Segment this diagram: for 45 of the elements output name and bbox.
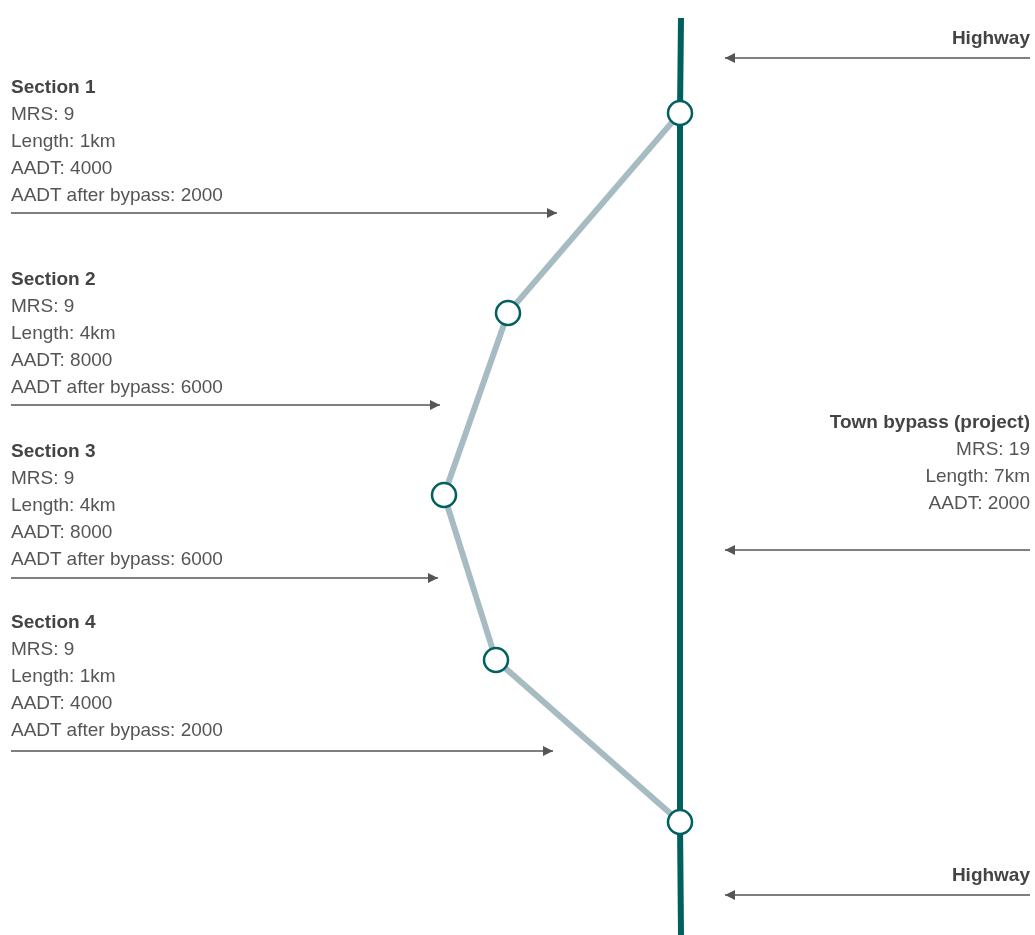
junction-circle: [666, 99, 694, 127]
leader-arrow: [724, 890, 1031, 900]
section-detail: AADT: 4000: [11, 156, 114, 180]
section-detail: MRS: 9: [11, 637, 76, 661]
leader-arrow: [724, 53, 1031, 63]
road-name: Highway: [951, 863, 1030, 887]
bypass-heading: Town bypass (project): [829, 410, 1030, 434]
road-line: [503, 665, 673, 817]
section-detail: Length: 4km: [11, 321, 117, 345]
leader-arrow: [10, 573, 439, 583]
road-line: [444, 505, 496, 650]
section-detail: AADT after bypass: 6000: [11, 375, 223, 399]
section-detail: AADT: 8000: [11, 520, 114, 544]
leader-arrow: [10, 208, 558, 218]
section-detail: AADT after bypass: 6000: [11, 547, 223, 571]
section-detail: AADT: 2000: [927, 491, 1030, 515]
junction-circle: [494, 299, 522, 327]
section-detail: Length: 7km: [924, 464, 1030, 488]
section-heading: Section 3: [11, 439, 97, 463]
leader-arrow: [724, 545, 1031, 555]
section-detail: AADT after bypass: 2000: [11, 183, 223, 207]
road-line: [513, 120, 675, 306]
section-detail: MRS: 19: [955, 437, 1030, 461]
highway-line: [677, 833, 684, 935]
section-detail: AADT after bypass: 2000: [11, 718, 223, 742]
section-detail: MRS: 9: [11, 102, 76, 126]
section-detail: Length: 1km: [11, 129, 117, 153]
junction-circle: [666, 808, 694, 836]
section-detail: MRS: 9: [11, 294, 76, 318]
road-line: [445, 323, 507, 485]
section-heading: Section 2: [11, 267, 97, 291]
junction-circle: [430, 481, 458, 509]
section-heading: Section 4: [11, 610, 97, 634]
junction-circle: [482, 646, 510, 674]
leader-arrow: [10, 746, 554, 756]
section-detail: Length: 1km: [11, 664, 117, 688]
section-detail: AADT: 8000: [11, 348, 114, 372]
section-detail: Length: 4km: [11, 493, 117, 517]
highway-line: [677, 17, 684, 102]
section-heading: Section 1: [11, 75, 97, 99]
road-name: Highway: [951, 26, 1030, 50]
leader-arrow: [10, 400, 441, 410]
section-detail: AADT: 4000: [11, 691, 114, 715]
section-detail: MRS: 9: [11, 466, 76, 490]
highway-line: [677, 125, 683, 810]
